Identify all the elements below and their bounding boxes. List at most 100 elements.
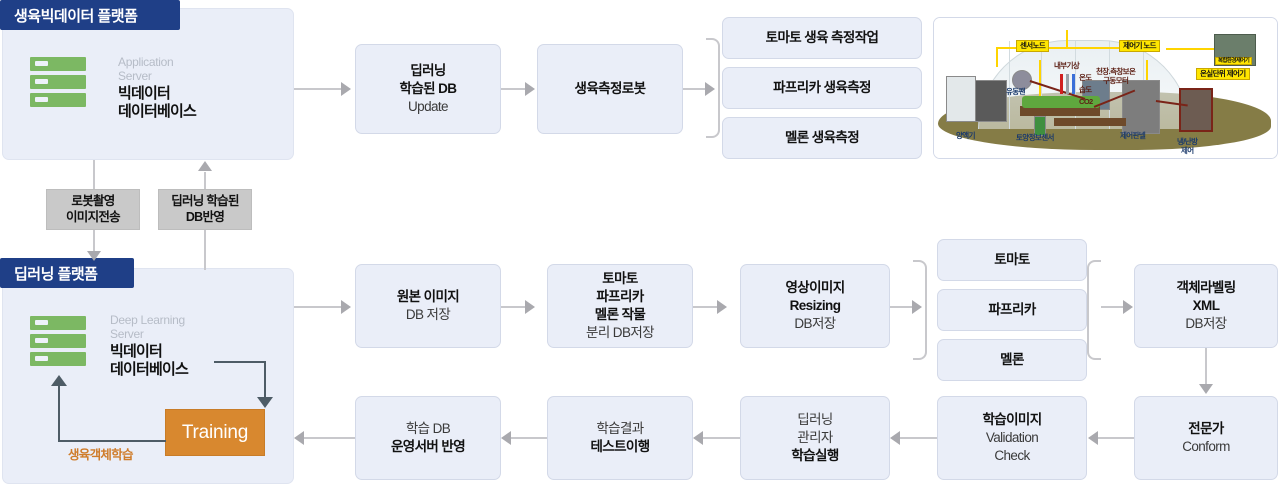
box-line: 운영서버 반영 xyxy=(390,439,466,454)
box-crop-paprika[interactable]: 파프리카 xyxy=(937,289,1087,331)
box-crop-melon[interactable]: 멜론 xyxy=(937,339,1087,381)
growth-bigdata-platform-title: 생육빅데이터 플랫폼 xyxy=(0,0,180,30)
box-line: DB저장 xyxy=(1185,315,1227,331)
server-bay xyxy=(30,334,86,348)
box-paprika-growth-measurement[interactable]: 파프리카 생육측정 xyxy=(722,67,922,109)
note-deeplearning-db-reflect: 딥러닝 학습된 DB반영 xyxy=(158,189,252,230)
crop-bracket-left xyxy=(913,260,927,360)
crop-bed xyxy=(1054,118,1126,126)
box-image-resizing-db-save[interactable]: 영상이미지 Resizing DB저장 xyxy=(740,264,890,348)
connector-expert-to-validation xyxy=(1098,437,1134,439)
box-tomato-growth-measurement-task[interactable]: 토마토 생육 측정작업 xyxy=(722,17,922,59)
label-text: 온도 xyxy=(1079,73,1092,82)
box-object-labeling-xml[interactable]: 객체라벨링 XML DB저장 xyxy=(1134,264,1278,348)
box-line: Check xyxy=(994,447,1030,463)
connector-panel-to-update xyxy=(294,88,342,90)
box-text: 딥러닝 학습된 DB Update xyxy=(399,62,458,115)
box-line: 멜론 작물 xyxy=(594,307,646,322)
box-text: 학습결과 테스트이행 xyxy=(590,420,650,456)
measure-bracket xyxy=(706,38,720,138)
nutrient-supply-machine xyxy=(946,76,976,122)
box-line: Update xyxy=(408,98,449,114)
label-text: 냉/난방 제어 xyxy=(1177,137,1198,155)
box-text: 토마토 생육 측정작업 xyxy=(765,30,879,46)
connector-split-to-resizing xyxy=(693,306,719,308)
label-roof-side-insulation-motor: 천장.측창보온 구동모터 xyxy=(1096,60,1136,85)
connector-original-to-crop-split xyxy=(501,306,527,308)
greenhouse-illustration: 센서노드 제어기 노드 온실단위 제어기 복합환경제어기 내부기상 온도 습도 … xyxy=(933,17,1278,159)
label-text: 온실단위 제어기 xyxy=(1200,69,1246,78)
training-box[interactable]: Training xyxy=(165,409,265,456)
box-training-result-test[interactable]: 학습결과 테스트이행 xyxy=(547,396,693,480)
box-training-db-ops-server[interactable]: 학습 DB 운영서버 반영 xyxy=(355,396,501,480)
box-line: 학습이미지 xyxy=(982,412,1042,428)
note-robot-image-transfer: 로봇촬영 이미지전송 xyxy=(46,189,140,230)
control-panel-device xyxy=(1122,80,1160,134)
label-complex-env-controller: 복합환경제어기 xyxy=(1215,57,1253,66)
box-line: Validation xyxy=(985,430,1039,446)
box-text: 학습 DB 운영서버 반영 xyxy=(390,420,466,456)
box-expert-conform[interactable]: 전문가 Conform xyxy=(1134,396,1278,480)
training-label: Training xyxy=(181,421,249,443)
box-line: DB저장 xyxy=(794,315,836,331)
server-rack-icon xyxy=(30,316,86,366)
box-text: 딥러닝 관리자 학습실행 xyxy=(791,411,839,464)
box-text: 토마토 파프리카 멜론 작물 분리 DB저장 xyxy=(586,270,655,341)
box-deeplearning-db-update[interactable]: 딥러닝 학습된 DB Update xyxy=(355,44,501,134)
arrow-panel-to-update xyxy=(341,82,351,96)
box-text: 파프리카 생육측정 xyxy=(773,80,871,96)
box-melon-growth-measurement[interactable]: 멜론 생육측정 xyxy=(722,117,922,159)
box-line: 딥러닝 xyxy=(797,412,833,428)
server-role-label: Deep Learning Server xyxy=(110,313,185,342)
box-crop-tomato[interactable]: 토마토 xyxy=(937,239,1087,281)
connector-robot-to-measures xyxy=(683,88,707,90)
label-text: 센서노드 xyxy=(1020,41,1046,50)
greenhouse-scene: 센서노드 제어기 노드 온실단위 제어기 복합환경제어기 내부기상 온도 습도 … xyxy=(934,18,1277,158)
label-text: CO2 xyxy=(1079,97,1093,106)
arrow-ops-db-to-platform xyxy=(294,431,304,445)
db-to-training-arrow xyxy=(257,397,273,408)
box-line: 객체라벨링 xyxy=(1176,280,1236,296)
box-line: 원본 이미지 xyxy=(396,289,460,305)
server-name-label: 빅데이터 데이터베이스 xyxy=(118,85,197,121)
training-to-db-connector-h xyxy=(58,440,166,442)
box-deeplearning-manager-training-exec[interactable]: 딥러닝 관리자 학습실행 xyxy=(740,396,890,480)
sensor-net-line-center xyxy=(1066,30,1068,48)
arrow-robot-to-measures xyxy=(705,82,715,96)
connector-panel-to-original-image xyxy=(294,306,342,308)
crop-bed xyxy=(1020,106,1100,116)
box-line: 딥러닝 xyxy=(410,63,446,79)
box-line: 학습실행 xyxy=(791,447,839,463)
box-text: 객체라벨링 XML DB저장 xyxy=(1176,279,1236,332)
box-line: 생육측정로봇 xyxy=(574,81,647,97)
arrow-original-to-crop-split xyxy=(525,300,535,314)
robot-image-transfer-line xyxy=(93,160,95,190)
arrow-update-to-robot xyxy=(525,82,535,96)
box-growth-measure-robot[interactable]: 생육측정로봇 xyxy=(537,44,683,134)
connector-resizing-to-crops xyxy=(890,306,914,308)
label-circulation-fan: 유동팬 xyxy=(1006,87,1026,96)
box-text: 멜론 생육측정 xyxy=(784,130,860,146)
box-crop-split-db-save[interactable]: 토마토 파프리카 멜론 작물 분리 DB저장 xyxy=(547,264,693,348)
db-reflect-arrow xyxy=(198,161,212,171)
box-text: 생육측정로봇 xyxy=(574,80,647,98)
label-text: 토양정보센서 xyxy=(1016,133,1054,142)
label-text: 양액기 xyxy=(956,131,976,140)
connector-test-to-ops-db xyxy=(511,437,547,439)
application-server-label-group: Application Server 빅데이터 데이터베이스 xyxy=(118,55,278,121)
label-co2: CO2 xyxy=(1079,97,1093,106)
arrow-validation-to-training-exec xyxy=(890,431,900,445)
box-text: 영상이미지 Resizing DB저장 xyxy=(785,279,845,332)
server-rack-icon xyxy=(30,57,86,107)
db-to-training-connector-down xyxy=(264,361,266,398)
box-training-image-validation-check[interactable]: 학습이미지 Validation Check xyxy=(937,396,1087,480)
box-line: 학습된 DB xyxy=(399,81,458,97)
arrow-training-exec-to-test xyxy=(693,431,703,445)
arrow-split-to-resizing xyxy=(717,300,727,314)
box-original-image-db-save[interactable]: 원본 이미지 DB 저장 xyxy=(355,264,501,348)
label-text: 제어기 노드 xyxy=(1123,41,1157,50)
sensor-net-line-left xyxy=(996,47,998,67)
box-text: 전문가 Conform xyxy=(1182,420,1230,456)
server-bay xyxy=(30,75,86,89)
soil-sensor-device xyxy=(1034,116,1046,136)
